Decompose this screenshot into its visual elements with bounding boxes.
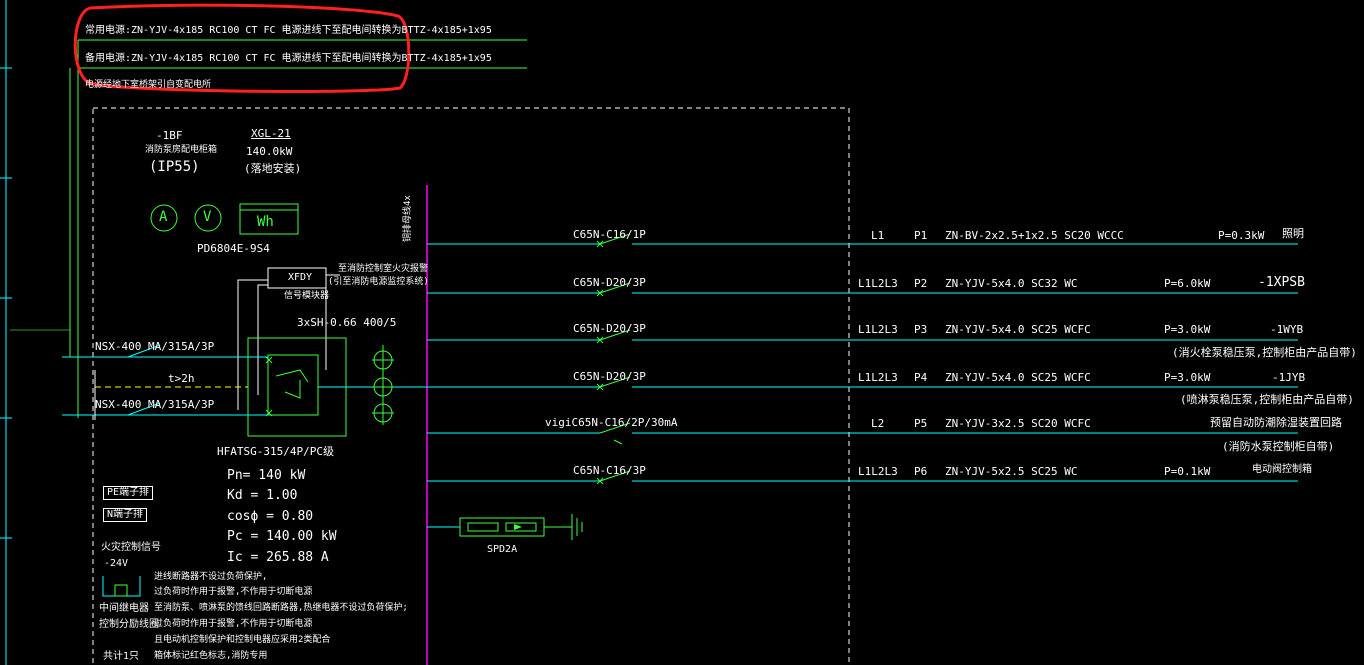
circuit-id: P6 (914, 465, 928, 478)
circuit-id: P4 (914, 371, 928, 384)
circuit-load: 电动阀控制箱 (1252, 464, 1312, 475)
ats-inner-box (267, 354, 319, 416)
calc-ic: Ic = 265.88 A (227, 550, 329, 565)
energy-meter-label: Wh (257, 214, 274, 230)
circuit-breaker-label: C65N-C16/3P (573, 464, 646, 477)
note-line: 过负荷时作用于报警,不作用于切断电源 (154, 587, 313, 597)
panel-name: 消防泵房配电柜箱 (145, 145, 218, 155)
circuit-id: P5 (914, 417, 928, 430)
panel-mount: (落地安装) (244, 162, 302, 175)
circuit-load: -1WYB (1270, 323, 1304, 336)
incoming-2-breaker-label: NSX-400 MA/315A/3P (95, 398, 215, 411)
note-line: 箱体标记红色标志,消防专用 (154, 651, 268, 661)
circuit-power: P=0.3kW (1218, 229, 1265, 242)
circuit-breaker-label: C65N-D20/3P (573, 370, 646, 383)
circuit-load: -1JYB (1272, 371, 1306, 384)
circuit-phase: L1 (871, 229, 885, 242)
xfdy-note-2: (引至消防电源监控系统) (328, 277, 429, 287)
spd-label: SPD2A (487, 544, 518, 555)
red-annotation-outline (73, 3, 411, 93)
circuit-load: 照明 (1282, 227, 1304, 240)
voltmeter-icon (194, 204, 222, 232)
circuit-note: (消防水泵控制柜自带) (1222, 440, 1335, 453)
circuit-phase: L1L2L3 (858, 277, 898, 290)
pe-terminal: PE端子排 (103, 486, 154, 500)
spd-box (459, 517, 545, 537)
circuit-cable: ZN-YJV-3x2.5 SC20 WCFC (945, 417, 1091, 430)
circuit-lines (427, 243, 1298, 482)
fire-signal-voltage: -24V (104, 558, 129, 569)
energy-meter-icon (239, 203, 299, 235)
circuit-note: (消火栓泵稳压泵,控制柜由产品自带) (1172, 346, 1357, 359)
circuit-phase: L1L2L3 (858, 323, 898, 336)
incoming-1-breaker-label: NSX-400 MA/315A/3P (95, 340, 215, 353)
supply-note: 电源经地下室桥架引自变配电所 (85, 80, 212, 90)
circuit-breaker-label: C65N-C16/1P (573, 228, 646, 241)
circuit-breakers (596, 233, 631, 485)
circuit-breaker-label: C65N-D20/3P (573, 322, 646, 335)
ats-model: HFATSG-315/4P/PC级 (217, 445, 334, 458)
panel-enclosure (92, 107, 850, 665)
fire-signal-label: 火灾控制信号 (101, 542, 161, 553)
relay-label-2: 控制分励线圈 (99, 619, 159, 630)
circuit-power: P=6.0kW (1164, 277, 1211, 290)
ct-label: 3xSH-0.66 400/5 (297, 316, 397, 329)
calc-kd: Kd = 1.00 (227, 488, 298, 503)
calc-cos: cosϕ = 0.80 (227, 509, 314, 524)
incoming-1-breaker (127, 344, 161, 358)
circuit-cable: ZN-YJV-5x2.5 SC25 WC (945, 465, 1078, 478)
meter-model: PD6804E-9S4 (197, 242, 270, 255)
circuit-load: 预留自动防潮除湿装置回路 (1210, 416, 1342, 429)
circuit-cable: ZN-YJV-5x4.0 SC32 WC (945, 277, 1078, 290)
circuit-cable: ZN-YJV-5x4.0 SC25 WCFC (945, 371, 1091, 384)
note-line: 至消防泵、喷淋泵的馈线回路断路器,热继电器不设过负荷保护; (154, 603, 408, 613)
circuit-load: -1XPSB (1258, 275, 1305, 290)
circuit-note: (喷淋泵稳压泵,控制柜由产品自带) (1180, 393, 1354, 406)
circuit-breaker-label: C65N-D20/3P (573, 276, 646, 289)
panel-ip: (IP55) (149, 159, 200, 175)
voltmeter-label: V (203, 209, 212, 225)
xfdy-name: XFDY (288, 272, 313, 283)
calc-pc: Pc = 140.00 kW (227, 529, 337, 544)
xfdy-box (267, 267, 327, 289)
calc-pn: Pn= 140 kW (227, 468, 306, 483)
panel-id: -1BF (156, 129, 183, 142)
relay-icon (114, 584, 128, 597)
busbar-label: 铜排母线4x (403, 195, 413, 242)
ammeter-label: A (159, 209, 168, 225)
circuit-id: P1 (914, 229, 928, 242)
xfdy-sub: 信号模块器 (284, 291, 330, 301)
circuit-phase: L1L2L3 (858, 371, 898, 384)
note-line: 过负荷时作用于报警,不作用于切断电源 (154, 619, 313, 629)
circuit-id: P2 (914, 277, 928, 290)
incoming-2-breaker (127, 402, 161, 416)
circuit-cable: ZN-YJV-5x4.0 SC25 WCFC (945, 323, 1091, 336)
circuit-phase: L2 (871, 417, 885, 430)
total-label: 共计1只 (103, 651, 140, 662)
circuit-phase: L1L2L3 (858, 465, 898, 478)
circuit-power: P=0.1kW (1164, 465, 1211, 478)
relay-label: 中间继电器 (99, 603, 149, 614)
note-line: 且电动机控制保护和控制电器应采用2类配合 (154, 635, 331, 645)
left-ruler-ticks (0, 67, 12, 539)
circuit-breaker-label: vigiC65N-C16/2P/30mA (545, 416, 678, 429)
n-terminal: N端子排 (103, 508, 148, 522)
main-supply-label: 常用电源:ZN-YJV-4x185 RC100 CT FC 电源进线下至配电间转… (85, 25, 492, 36)
circuit-power: P=3.0kW (1164, 323, 1211, 336)
ammeter-icon (150, 204, 178, 232)
xfdy-note-1: 至消防控制室火灾报警 (338, 264, 429, 274)
backup-supply-label: 备用电源:ZN-YJV-4x185 RC100 CT FC 电源进线下至配电间转… (85, 53, 492, 64)
note-line: 进线断路器不设过负荷保护, (154, 572, 268, 582)
panel-model: XGL-21 (251, 127, 291, 140)
circuit-power: P=3.0kW (1164, 371, 1211, 384)
ats-delay: t>2h (168, 372, 195, 385)
circuit-cable: ZN-BV-2x2.5+1x2.5 SC20 WCCC (945, 229, 1124, 242)
circuit-id: P3 (914, 323, 928, 336)
panel-power: 140.0kW (246, 145, 293, 158)
